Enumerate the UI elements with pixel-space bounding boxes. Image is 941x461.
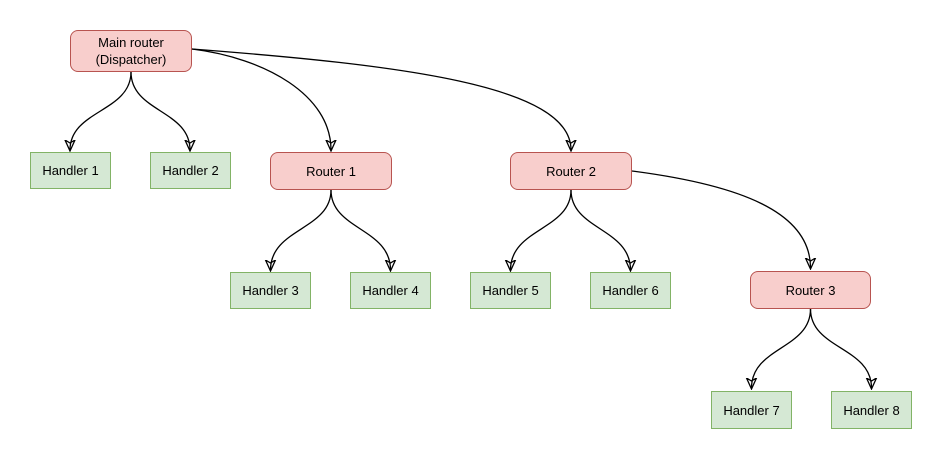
edge-router-3-to-handler-8 (809, 308, 872, 388)
node-router-3: Router 3 (750, 271, 871, 309)
edge-router-2-to-handler-6 (570, 189, 631, 270)
node-main-router: Main router (Dispatcher) (70, 30, 192, 72)
node-handler-3: Handler 3 (230, 272, 311, 309)
node-label: Handler 5 (482, 283, 539, 298)
node-router-1: Router 1 (270, 152, 392, 190)
node-handler-7: Handler 7 (711, 391, 792, 429)
edge-router-3-to-handler-7 (752, 308, 812, 388)
node-label: Handler 7 (723, 402, 780, 418)
edge-router-1-to-handler-3 (271, 189, 332, 270)
node-label: Handler 2 (162, 163, 219, 178)
node-handler-5: Handler 5 (470, 272, 551, 309)
edge-router-1-to-handler-4 (330, 189, 391, 270)
node-label: Router 3 (785, 282, 836, 298)
node-label: Handler 8 (843, 402, 900, 418)
edge-router-2-to-handler-5 (511, 189, 572, 270)
node-handler-6: Handler 6 (590, 272, 671, 309)
node-handler-1: Handler 1 (30, 152, 111, 189)
node-label: Handler 4 (362, 283, 419, 298)
node-label: Handler 6 (602, 283, 659, 298)
node-handler-2: Handler 2 (150, 152, 231, 189)
edge-main-router-to-router-2 (191, 48, 571, 150)
edge-main-router-to-handler-1 (70, 71, 132, 150)
node-label: Handler 1 (42, 163, 99, 178)
node-router-2: Router 2 (510, 152, 632, 190)
node-label: Router 2 (546, 163, 596, 179)
edge-router-2-to-router-3 (631, 170, 811, 268)
node-label: Main router (Dispatcher) (95, 35, 167, 67)
node-handler-4: Handler 4 (350, 272, 431, 309)
edge-main-router-to-router-1 (191, 48, 331, 150)
node-label: Router 1 (306, 163, 356, 179)
node-handler-8: Handler 8 (831, 391, 912, 429)
edge-main-router-to-handler-2 (130, 71, 190, 150)
node-label: Handler 3 (242, 283, 299, 298)
